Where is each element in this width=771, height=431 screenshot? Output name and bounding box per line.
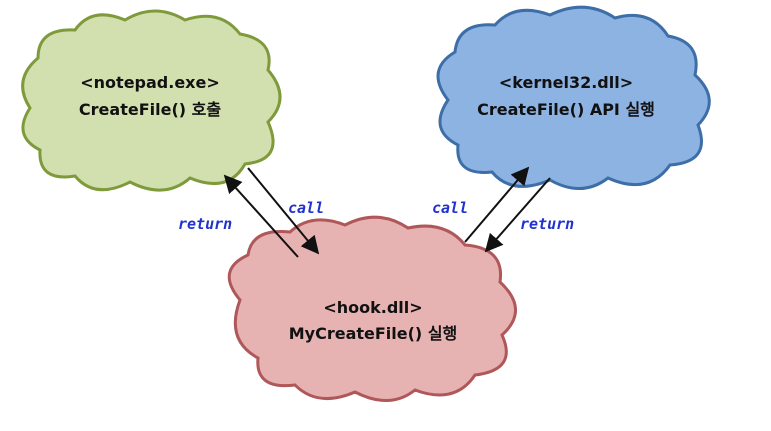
kernel-title: <kernel32.dll> [499,73,633,92]
notepad-cloud: <notepad.exe> CreateFile() 호출 [21,9,282,192]
kernel-cloud: <kernel32.dll> CreateFile() API 실행 [436,5,711,190]
call-arrow-hook-to-kernel [464,166,530,243]
kernel-subtitle: CreateFile() API 실행 [477,100,655,119]
label-call-left: call [288,199,324,217]
return-arrow-kernel-to-hook [484,177,551,253]
label-return-left: return [178,215,232,233]
label-call-right: call [432,199,468,217]
return-arrow-hook-to-notepad [223,174,299,258]
kernel-cloud-shape [436,5,711,190]
call-arrow-notepad-to-hook [247,167,320,255]
notepad-subtitle: CreateFile() 호출 [79,100,221,119]
hook-title: <hook.dll> [323,298,422,317]
notepad-title: <notepad.exe> [80,73,220,92]
hook-cloud: <hook.dll> MyCreateFile() 실행 [227,215,517,402]
hook-cloud-shape [227,215,517,402]
hook-subtitle: MyCreateFile() 실행 [289,324,458,343]
label-return-right: return [520,215,574,233]
notepad-cloud-shape [21,9,282,192]
